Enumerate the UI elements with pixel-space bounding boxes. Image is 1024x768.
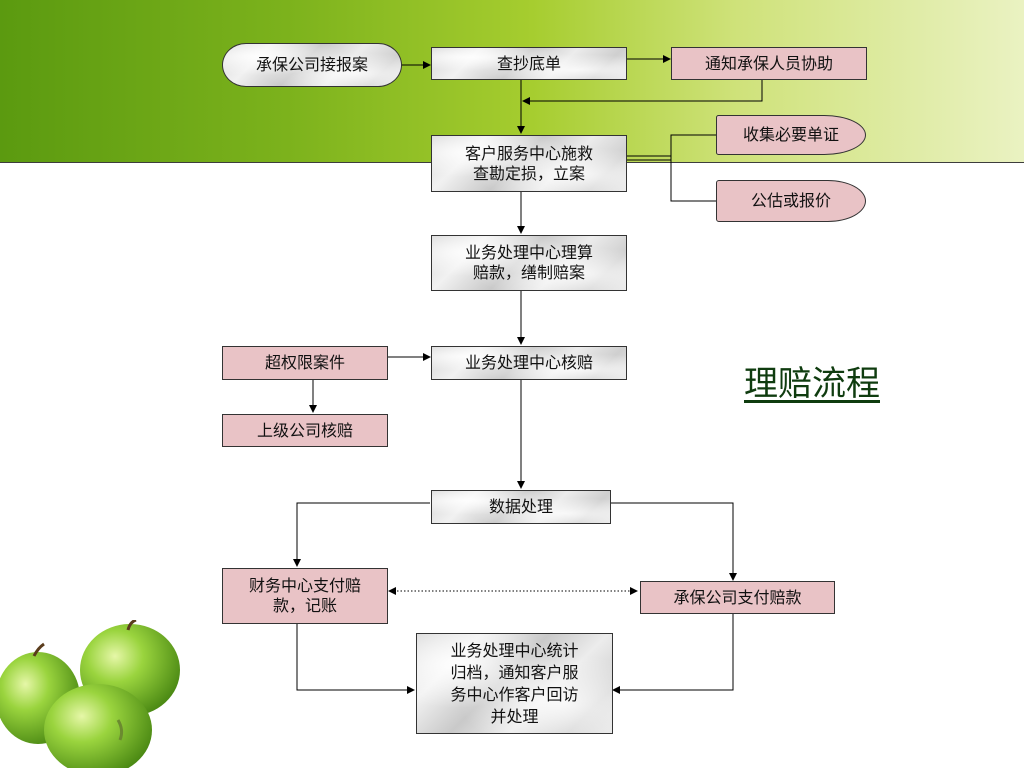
node-over-limit-case: 超权限案件 [222, 346, 388, 380]
node-claim-verification: 业务处理中心核赔 [431, 346, 627, 380]
arrow-insurer-to-archive [612, 614, 734, 694]
node-check-policy: 查抄底单 [431, 47, 627, 80]
node-notify-underwriter: 通知承保人员协助 [671, 47, 867, 80]
node-insurer-payment: 承保公司支付赔款 [640, 581, 835, 614]
node-finance-payment: 财务中心支付赔 款，记账 [222, 568, 388, 624]
node-estimate-quote: 公估或报价 [716, 180, 866, 222]
node-data-processing: 数据处理 [431, 490, 611, 524]
node-archive-followup: 业务处理中心统计 归档，通知客户服 务中心作客户回访 并处理 [416, 633, 613, 734]
node-superior-verification: 上级公司核赔 [222, 414, 388, 447]
apple-icon [44, 684, 152, 768]
dotted-arrowhead-right [630, 587, 638, 595]
arrow-data-to-finance [293, 502, 430, 567]
connector-service-to-collect [627, 134, 716, 161]
arrow-data-to-insurer [610, 502, 737, 581]
node-report-received: 承保公司接报案 [222, 43, 402, 87]
node-collect-documents: 收集必要单证 [716, 115, 866, 155]
diagram-title: 理赔流程 [744, 364, 880, 404]
dotted-arrowhead-left [388, 587, 396, 595]
node-customer-service: 客户服务中心施救 查勘定损，立案 [431, 135, 627, 192]
connector-service-to-estimate [627, 155, 716, 202]
arrow-finance-to-archive [296, 624, 415, 694]
arrow-notify-return [522, 80, 763, 105]
green-apples-decoration [0, 620, 180, 768]
node-claim-calculation: 业务处理中心理算 赔款，缮制赔案 [431, 235, 627, 291]
